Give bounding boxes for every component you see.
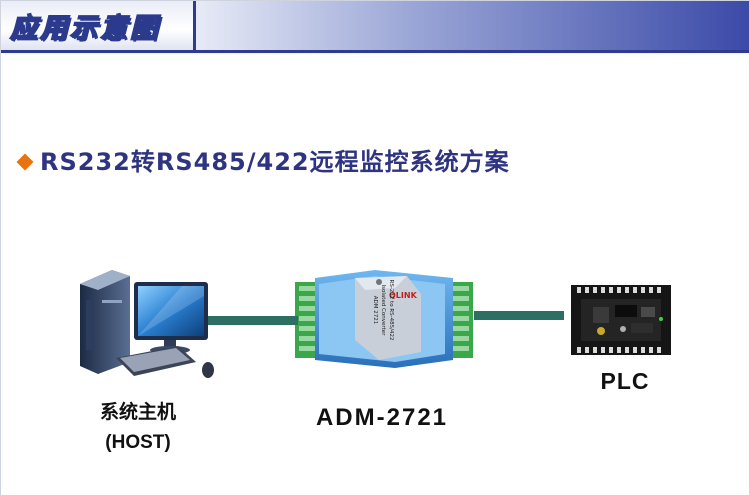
plc-label: PLC — [580, 368, 670, 395]
cable-converter-to-plc — [474, 311, 564, 320]
scheme-title: RS232转RS485/422远程监控系统方案 — [40, 142, 510, 177]
host-label-line1: 系统主机 — [68, 398, 208, 428]
header-divider — [0, 50, 750, 53]
header-tab: 应用示意图 — [0, 0, 196, 50]
converter-face-model: ADM 2721 — [371, 275, 379, 345]
computer-host-icon — [72, 266, 218, 382]
converter-label: ADM-2721 — [292, 404, 472, 432]
converter-face-text: RS-232 to RS-485/422 Isolated Converter … — [355, 275, 395, 345]
bullet-diamond-icon — [17, 154, 34, 171]
host-label-line2: (HOST) — [68, 428, 208, 458]
header-title: 应用示意图 — [10, 6, 160, 45]
converter-face-line2: Isolated Converter — [379, 275, 387, 345]
converter-face-line1: RS-232 to RS-485/422 — [387, 275, 395, 345]
cable-host-to-converter — [208, 316, 298, 325]
host-label: 系统主机 (HOST) — [68, 398, 208, 458]
header-bar: 应用示意图 — [0, 0, 750, 50]
plc-board-icon — [571, 285, 671, 355]
